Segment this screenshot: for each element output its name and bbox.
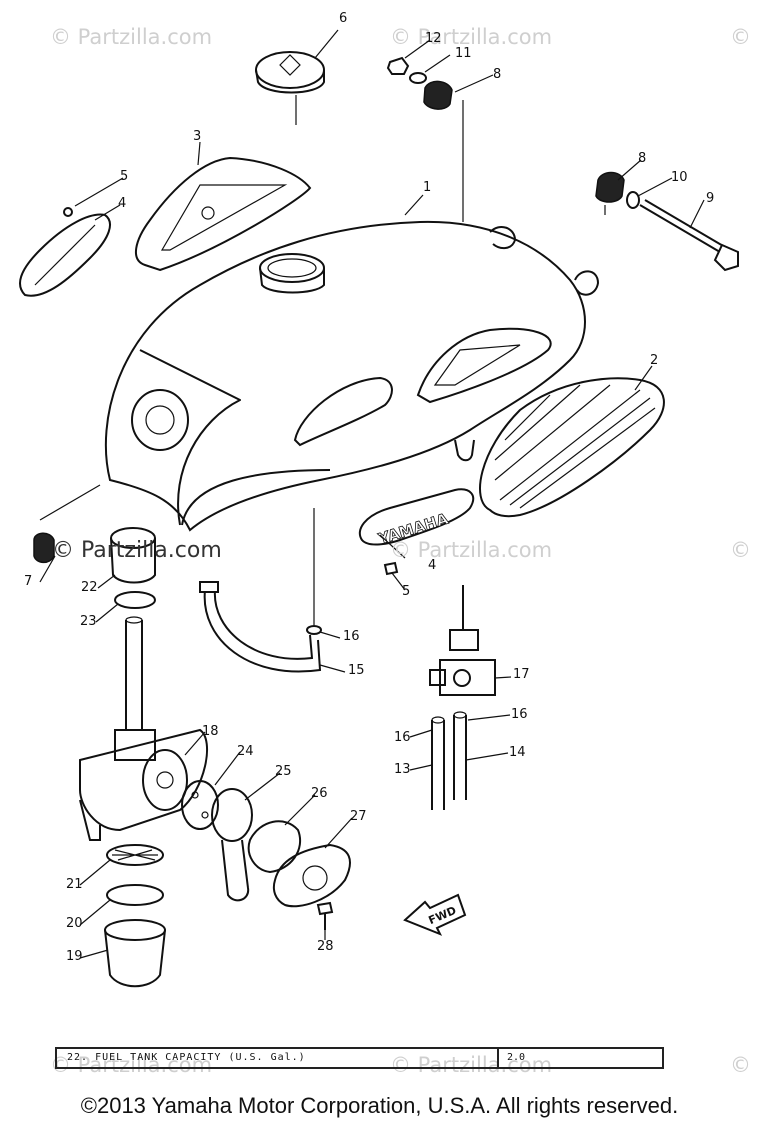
callout-3: 3 bbox=[193, 129, 202, 144]
callout-12: 12 bbox=[425, 31, 442, 46]
nut-12 bbox=[386, 56, 410, 75]
bolt-9 bbox=[604, 191, 739, 272]
filter-21 bbox=[106, 844, 164, 866]
watermark: © bbox=[730, 1053, 751, 1077]
callout-21: 21 bbox=[66, 877, 83, 892]
knee-pad-2 bbox=[479, 377, 665, 518]
callout-16-left: 16 bbox=[394, 730, 411, 745]
watermark: © Partzilla.com bbox=[390, 25, 553, 49]
spec-divider bbox=[497, 1049, 499, 1067]
o-ring-20 bbox=[106, 884, 164, 906]
callout-16-hose: 16 bbox=[343, 629, 360, 644]
nut-22 bbox=[110, 527, 156, 584]
plate-27 bbox=[272, 843, 351, 908]
callout-13: 13 bbox=[394, 762, 411, 777]
badge-4-left bbox=[19, 207, 111, 297]
callout-26: 26 bbox=[311, 786, 328, 801]
callout-6: 6 bbox=[339, 11, 348, 26]
emblem-3 bbox=[135, 156, 312, 272]
gasket-26 bbox=[247, 820, 301, 874]
watermark: © Partzilla.com bbox=[50, 25, 213, 49]
grommet-8-top bbox=[423, 80, 453, 110]
callout-28: 28 bbox=[317, 939, 334, 954]
gasket-24 bbox=[181, 780, 219, 830]
callout-10: 10 bbox=[671, 170, 688, 185]
pipe-14 bbox=[453, 711, 467, 800]
watermark: © Partzilla.com bbox=[390, 538, 553, 562]
clip-16-hose bbox=[306, 625, 322, 635]
spec-value: 2.0 bbox=[507, 1052, 526, 1063]
callout-5-right: 5 bbox=[402, 584, 411, 599]
fuel-cock-17 bbox=[429, 585, 496, 696]
fuel-cap bbox=[255, 51, 325, 125]
washer-11 bbox=[409, 72, 427, 84]
callout-11: 11 bbox=[455, 46, 472, 61]
lever-25 bbox=[211, 788, 253, 902]
callout-8-top: 8 bbox=[493, 67, 502, 82]
callout-7: 7 bbox=[24, 574, 33, 589]
watermark-dark: © Partzilla.com bbox=[52, 538, 222, 563]
callout-15: 15 bbox=[348, 663, 365, 678]
watermark: © Partzilla.com bbox=[50, 1053, 213, 1077]
copyright-notice: ©2013 Yamaha Motor Corporation, U.S.A. A… bbox=[80, 1093, 679, 1118]
callout-5-left: 5 bbox=[120, 169, 129, 184]
callout-4-left: 4 bbox=[118, 196, 127, 211]
screw-28 bbox=[316, 901, 334, 930]
sediment-bowl-19 bbox=[104, 919, 166, 988]
fuel-cock-assembly-18 bbox=[79, 616, 208, 841]
pipe-13 bbox=[431, 716, 445, 810]
grommet-7 bbox=[33, 532, 55, 564]
callout-4-right: 4 bbox=[428, 558, 437, 573]
callout-20: 20 bbox=[66, 916, 83, 931]
callout-14: 14 bbox=[509, 745, 526, 760]
watermark: © bbox=[730, 538, 751, 562]
fuel-tank-body bbox=[39, 220, 600, 532]
callout-19: 19 bbox=[66, 949, 83, 964]
callout-9: 9 bbox=[706, 191, 715, 206]
fuel-tank-capacity-spec: 22. FUEL TANK CAPACITY (U.S. Gal.) 2.0 bbox=[55, 1047, 664, 1069]
callout-16-right: 16 bbox=[511, 707, 528, 722]
callout-17: 17 bbox=[513, 667, 530, 682]
fwd-arrow: FWD bbox=[403, 893, 467, 936]
leader-lines bbox=[39, 29, 705, 959]
grommet-8-right bbox=[595, 171, 625, 203]
spec-label: 22. FUEL TANK CAPACITY (U.S. Gal.) bbox=[67, 1052, 306, 1063]
callout-24: 24 bbox=[237, 744, 254, 759]
watermark: © bbox=[730, 25, 751, 49]
callout-1: 1 bbox=[423, 180, 432, 195]
screw-5-right bbox=[383, 561, 399, 576]
hose-15 bbox=[199, 581, 322, 673]
o-ring-23 bbox=[114, 591, 156, 609]
callout-22: 22 bbox=[81, 580, 98, 595]
callout-8-right: 8 bbox=[638, 151, 647, 166]
watermark: © Partzilla.com bbox=[390, 1053, 553, 1077]
callout-23: 23 bbox=[80, 614, 97, 629]
callout-25: 25 bbox=[275, 764, 292, 779]
callout-18: 18 bbox=[202, 724, 219, 739]
callout-27: 27 bbox=[350, 809, 367, 824]
callout-2: 2 bbox=[650, 353, 659, 368]
